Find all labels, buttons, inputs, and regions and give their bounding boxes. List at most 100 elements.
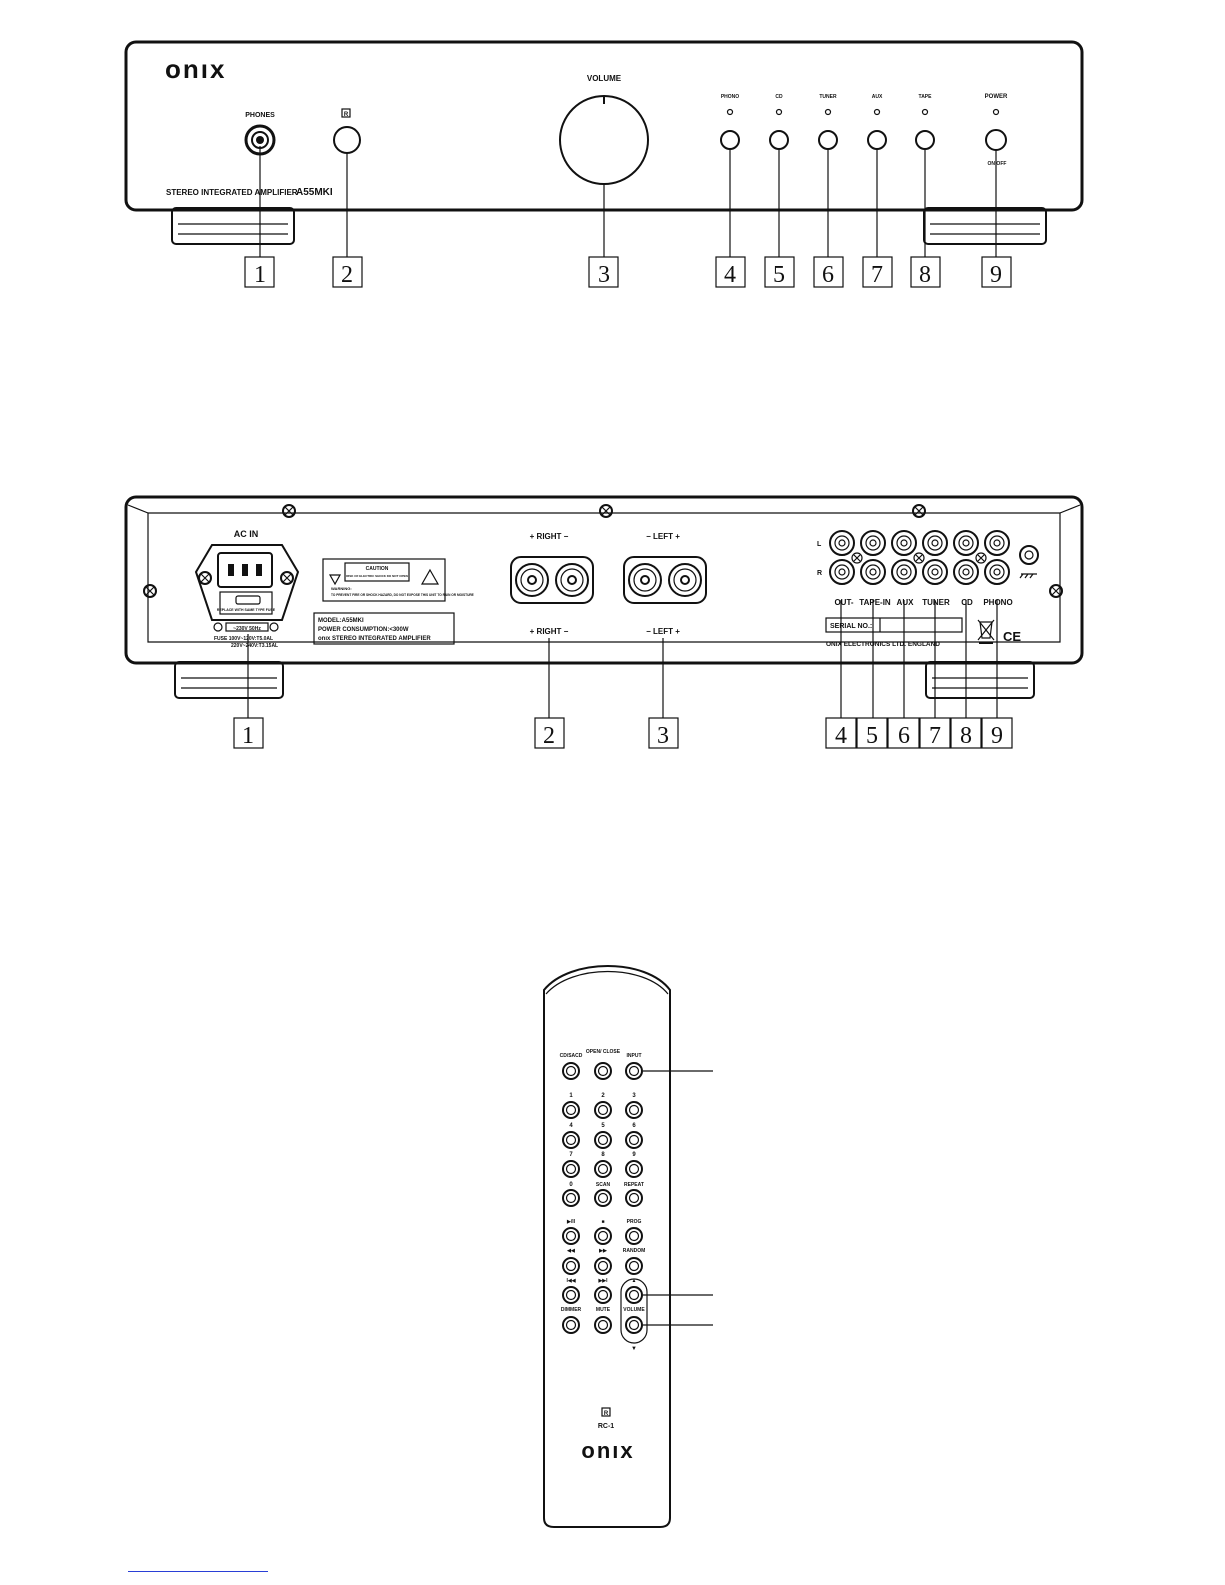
weee-bin-icon — [977, 619, 995, 644]
remote-mute-button — [594, 1316, 612, 1334]
input-tape-button — [915, 130, 935, 150]
manufacturer-line: ONIX ELECTRONICS LTD. ENGLAND — [826, 641, 940, 648]
serial-number-box — [825, 617, 963, 633]
rear-callout-5: 5 — [866, 723, 878, 749]
rear-callout-9: 9 — [991, 723, 1003, 749]
svg-text:0: 0 — [569, 1182, 573, 1188]
remote-input-button — [625, 1062, 643, 1080]
rca-row-l-label: L — [817, 541, 822, 548]
power-button — [985, 129, 1007, 151]
remote-label-mute: MUTE — [596, 1307, 611, 1313]
phones-label: PHONES — [245, 112, 275, 119]
rear-callout-lines — [247, 600, 998, 718]
svg-text:▶/II: ▶/II — [566, 1219, 576, 1225]
remote-label-open-close: OPEN/ CLOSE — [586, 1049, 621, 1055]
rear-panel: AC IN REPLACE WITH SAME TYPE FUSE ~230V … — [124, 495, 1084, 749]
svg-text:4: 4 — [569, 1123, 573, 1129]
svg-text:WARNING:: WARNING: — [331, 586, 352, 591]
front-callout-lines — [259, 146, 997, 257]
power-led — [992, 108, 1000, 116]
input-aux-led — [873, 108, 881, 116]
remote-label-cd-sacd: CD/SACD — [560, 1053, 583, 1059]
ir-sensor-icon — [341, 108, 351, 118]
ir-window — [333, 126, 361, 154]
input-tuner-led — [824, 108, 832, 116]
rear-callout-3: 3 — [657, 723, 669, 749]
svg-text:▶▶: ▶▶ — [598, 1248, 608, 1254]
rear-callout-8: 8 — [960, 723, 972, 749]
svg-text:CAUTION: CAUTION — [366, 566, 389, 572]
rear-callout-4: 4 — [835, 723, 847, 749]
rear-callout-1: 1 — [242, 723, 254, 749]
input-phono-led — [726, 108, 734, 116]
svg-text:I◀◀: I◀◀ — [566, 1278, 575, 1284]
exclamation-warning-icon — [420, 568, 440, 585]
remote-body — [543, 965, 671, 1528]
remote-control: CD/SACD OPEN/ CLOSE INPUT 1 2 3 4 5 6 7 … — [543, 965, 713, 1528]
svg-text:R: R — [604, 1411, 609, 1417]
svg-text:▲: ▲ — [632, 1278, 637, 1284]
remote-dimmer-button — [562, 1316, 580, 1334]
rear-model: MODEL:A55MKI — [318, 618, 364, 624]
rear-foot-left — [174, 661, 284, 699]
input-tuner-label: TUNER — [819, 94, 837, 100]
model-label-box — [313, 612, 455, 645]
jack-label-tuner: TUNER — [922, 598, 950, 607]
front-callout-6: 6 — [822, 262, 834, 288]
front-callout-1: 1 — [254, 262, 266, 288]
jack-label-aux: AUX — [897, 598, 915, 607]
rca-row-r-label: R — [817, 570, 822, 577]
jack-label-out: OUT- — [834, 598, 853, 607]
svg-text:▶▶I: ▶▶I — [597, 1278, 608, 1284]
voltage-label: ~230V 50Hz — [233, 626, 261, 632]
front-model-text: STEREO INTEGRATED AMPLIFIER — [166, 188, 298, 197]
remote-top-buttons — [562, 1062, 643, 1080]
svg-text:◀◀: ◀◀ — [566, 1248, 575, 1254]
remote-brand-logo: onıx — [581, 1438, 634, 1463]
rca-jacks — [829, 530, 1010, 585]
svg-text:3: 3 — [632, 1093, 636, 1099]
input-tape-label: TAPE — [919, 94, 933, 100]
ac-in-label: AC IN — [234, 529, 259, 539]
front-foot-left — [171, 207, 295, 245]
svg-text:REPLACE WITH SAME TYPE FUSE: REPLACE WITH SAME TYPE FUSE — [217, 608, 276, 612]
front-callout-3: 3 — [598, 262, 610, 288]
jack-label-cd: CD — [961, 598, 973, 607]
rear-chassis — [124, 495, 1084, 665]
rear-power-consumption: POWER CONSUMPTION:<300W — [318, 627, 409, 633]
input-aux-label: AUX — [872, 94, 883, 100]
svg-text:■: ■ — [601, 1219, 604, 1225]
remote-ir-icon — [601, 1407, 611, 1417]
serial-number-label: SERIAL NO.: — [830, 623, 872, 630]
input-phono-button — [720, 130, 740, 150]
right-speaker-bottom-label: + RIGHT − — [530, 627, 569, 636]
front-callout-7: 7 — [871, 262, 883, 288]
power-on-off-label: ON OFF — [988, 161, 1007, 167]
input-cd-label: CD — [775, 94, 783, 100]
input-cd-button — [769, 130, 789, 150]
ac-inlet — [194, 544, 300, 621]
front-callout-2: 2 — [341, 262, 353, 288]
footer-rule — [128, 1571, 268, 1572]
left-speaker-terminals — [623, 556, 707, 604]
rear-callout-2: 2 — [543, 723, 555, 749]
right-speaker-terminals — [510, 556, 594, 604]
input-phono-label: PHONO — [721, 94, 739, 100]
remote-label-dimmer: DIMMER — [561, 1307, 582, 1313]
front-callout-8: 8 — [919, 262, 931, 288]
rear-brand-line: onıx STEREO INTEGRATED AMPLIFIER — [318, 636, 431, 642]
remote-volume-group — [620, 1278, 648, 1344]
input-aux-button — [867, 130, 887, 150]
svg-text:TO PREVENT FIRE OR SHOCK HAZAR: TO PREVENT FIRE OR SHOCK HAZARD, DO NOT … — [331, 593, 474, 597]
lightning-warning-icon — [328, 574, 342, 586]
svg-text:2: 2 — [601, 1093, 605, 1099]
svg-text:RANDOM: RANDOM — [623, 1248, 646, 1254]
svg-text:RISK OF ELECTRIC SHOCK DO NOT: RISK OF ELECTRIC SHOCK DO NOT OPEN — [346, 574, 408, 578]
fuse-holder — [219, 591, 273, 615]
jack-label-phono: PHONO — [983, 598, 1012, 607]
front-model-number: A55MKI — [296, 187, 333, 198]
rear-callout-6: 6 — [898, 723, 910, 749]
front-callout-5: 5 — [773, 262, 785, 288]
volume-label: VOLUME — [587, 74, 622, 83]
